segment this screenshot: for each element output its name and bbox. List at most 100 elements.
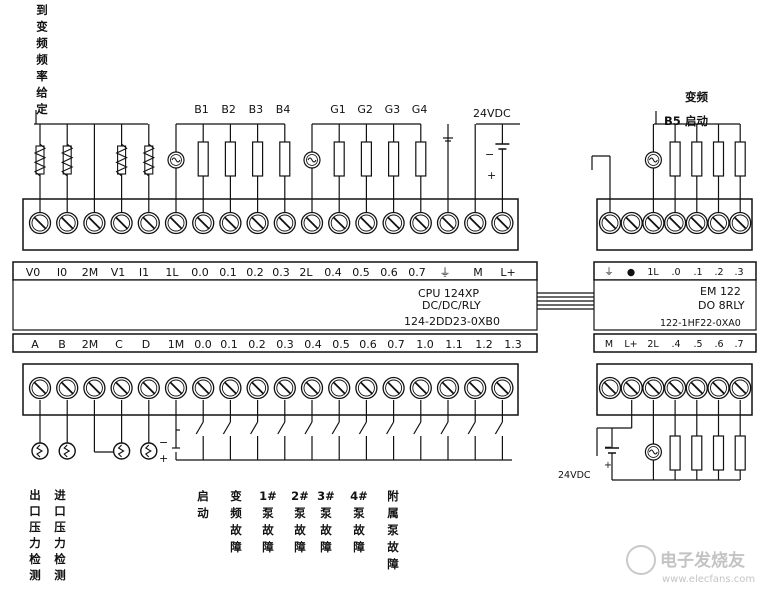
cpu-top-terminal-8 <box>246 211 269 235</box>
em-title-top: 变频 <box>685 90 708 104</box>
cpu-top-terminal-9 <box>273 211 296 235</box>
label-char: 率 <box>36 69 48 83</box>
b-label: B1 <box>194 103 209 116</box>
em-supply-minus: − <box>604 442 612 453</box>
label-char: 障 <box>294 540 306 554</box>
label-char: 故 <box>230 523 242 537</box>
relay-coil <box>360 141 372 177</box>
terminal-label: 0.1 <box>219 266 237 279</box>
cpu-top-terminal-15 <box>436 211 460 235</box>
em-top-terminal-0 <box>598 211 622 235</box>
label-char: 障 <box>230 540 242 554</box>
terminal-label: ⏚ <box>440 266 451 279</box>
pressure-sensor-icon <box>58 442 76 460</box>
cpu-bottom-terminal-10 <box>300 376 324 400</box>
terminal-label: 1M <box>168 338 185 351</box>
input-switch-icon <box>250 400 259 460</box>
terminal-label: B <box>58 338 66 351</box>
cpu-bottom-terminal-1 <box>56 376 79 400</box>
label-char: 附 <box>387 489 399 503</box>
terminal-label: C <box>115 338 123 351</box>
upper-wiring <box>33 110 746 212</box>
terminal-label: 0.6 <box>359 338 377 351</box>
input-switch-icon <box>467 400 476 460</box>
relay-coil <box>691 141 703 177</box>
em-supply-plus: + <box>604 460 612 471</box>
pressure-sensor-icon <box>112 442 131 460</box>
cpu-bottom-terminal-13 <box>382 376 405 400</box>
relay-coil <box>333 141 345 177</box>
watermark-text-url: www.elecfans.com <box>662 574 755 585</box>
cpu-top-terminal-7 <box>219 211 242 235</box>
label-char: 障 <box>262 540 274 554</box>
terminal-label: I1 <box>139 266 149 279</box>
terminal-label: M <box>473 266 483 279</box>
label-char: 1# <box>259 489 277 503</box>
cpu-model-line1: CPU 124XP <box>418 287 479 300</box>
terminal-label: 2L <box>299 266 313 279</box>
em-supply-label: 24VDC <box>558 470 591 481</box>
em-bottom-terminal-2 <box>642 376 665 400</box>
dc-supply-icon <box>605 428 619 480</box>
input-switch-icon <box>195 400 204 460</box>
label-char: 检 <box>29 552 41 566</box>
cpu-bottom-terminal-0 <box>28 376 52 400</box>
terminal-label: 2M <box>82 338 99 351</box>
relay-coil <box>279 141 291 177</box>
cpu-bottom-terminal-12 <box>355 376 378 400</box>
cpu-bottom-terminal-3 <box>110 376 133 400</box>
terminal-label: 1L <box>165 266 179 279</box>
ac-source-icon <box>644 151 663 169</box>
watermark-text-cn: 电子发烧友 <box>660 550 745 571</box>
label-char: 泵 <box>353 506 365 520</box>
g-label: G1 <box>330 103 346 116</box>
terminal-label: 1.3 <box>504 338 522 351</box>
terminal-label: 0.4 <box>324 266 342 279</box>
label-char: 压 <box>54 520 66 534</box>
em-top-labels: ⏚●1L.0.1.2.3 <box>604 267 743 278</box>
terminal-label: 0.6 <box>380 266 398 279</box>
cpu-top-terminal-11 <box>328 211 351 235</box>
cpu-top-terminals <box>28 211 514 235</box>
terminal-label: A <box>31 338 39 351</box>
label-char: 故 <box>387 540 399 554</box>
terminal-label: 0.4 <box>304 338 322 351</box>
cpu-bottom-terminal-16 <box>464 376 487 400</box>
g-label: G4 <box>412 103 428 116</box>
label-char: 故 <box>320 523 332 537</box>
em-top-terminal-5 <box>707 211 730 235</box>
em-top-terminal-2 <box>642 211 665 235</box>
em-bottom-terminal-4 <box>685 376 708 400</box>
relay-coil <box>712 435 725 471</box>
cpu-bottom-terminal-5 <box>164 376 188 400</box>
relay-coil <box>197 141 209 177</box>
input-switch-icon <box>277 400 286 460</box>
pressure-sensor-icon <box>31 442 49 460</box>
label-char: 属 <box>387 506 399 520</box>
relay-coil <box>734 435 746 471</box>
terminal-label: L+ <box>624 339 637 350</box>
terminal-label: D <box>142 338 150 351</box>
terminal-label: 0.7 <box>408 266 426 279</box>
terminal-label: 2L <box>647 339 659 350</box>
terminal-label: .5 <box>693 339 702 350</box>
terminal-label: V0 <box>26 266 41 279</box>
input-switch-icon <box>358 400 367 460</box>
terminal-label: .3 <box>734 267 743 278</box>
input-switch-icon <box>440 400 449 460</box>
cpu-top-terminal-4 <box>137 211 160 235</box>
label-char: 启 <box>197 489 209 503</box>
label-char: 变 <box>230 489 242 503</box>
relay-coil <box>669 435 681 471</box>
cpu-bottom-terminal-15 <box>436 376 460 400</box>
b-label: B4 <box>276 103 291 116</box>
input-switch-icon <box>413 400 422 460</box>
em-bottom-terminals <box>598 376 752 400</box>
cpu-bottom-terminal-14 <box>409 376 432 400</box>
